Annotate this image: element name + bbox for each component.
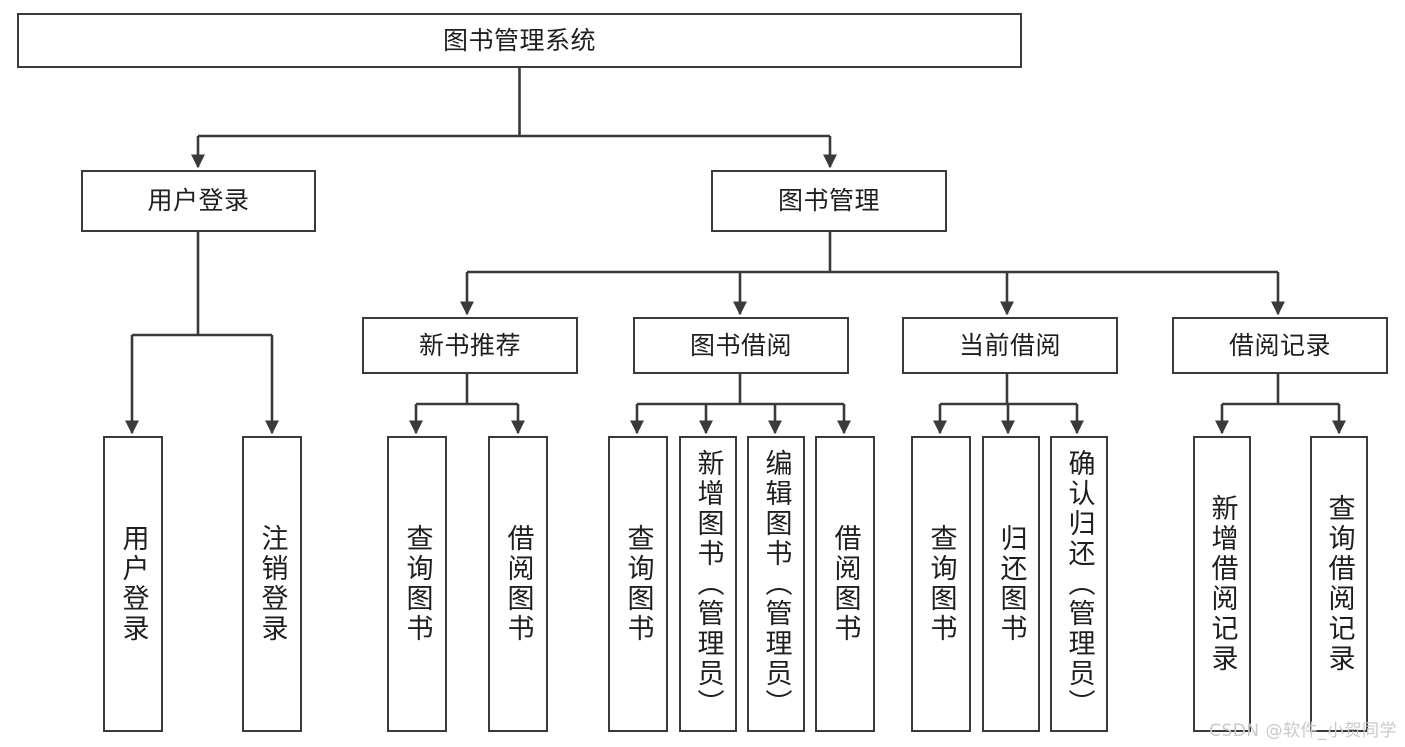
node-leaf-user-login[interactable]: 用户登录 <box>103 436 163 732</box>
node-current-borrow[interactable]: 当前借阅 <box>902 317 1118 374</box>
watermark: CSDN @软件_小贺同学 <box>1209 721 1397 741</box>
node-leaf-user-login-label: 用户登录 <box>117 524 149 644</box>
node-leaf-query-book-2[interactable]: 查询图书 <box>608 436 668 732</box>
node-book-manage[interactable]: 图书管理 <box>711 170 947 232</box>
node-root[interactable]: 图书管理系统 <box>17 13 1022 68</box>
node-leaf-query-record[interactable]: 查询借阅记录 <box>1310 436 1368 732</box>
node-leaf-query-book-1-label: 查询图书 <box>401 524 433 644</box>
node-leaf-borrow-book-2[interactable]: 借阅图书 <box>815 436 875 732</box>
node-leaf-borrow-book-2-label: 借阅图书 <box>829 524 861 644</box>
node-borrow-record-label: 借阅记录 <box>1228 330 1331 360</box>
node-book-borrow[interactable]: 图书借阅 <box>633 317 849 374</box>
node-new-book-recommend-label: 新书推荐 <box>418 330 521 360</box>
node-leaf-return-book-label: 归还图书 <box>995 524 1027 644</box>
node-leaf-return-book[interactable]: 归还图书 <box>982 436 1040 732</box>
node-leaf-user-logout-label: 注销登录 <box>256 524 288 644</box>
node-leaf-query-book-3[interactable]: 查询图书 <box>911 436 971 732</box>
node-leaf-add-book[interactable]: 新增图书（管理员） <box>679 436 737 732</box>
node-borrow-record[interactable]: 借阅记录 <box>1172 317 1388 374</box>
node-leaf-confirm-return-label: 确认归还（管理员） <box>1063 449 1095 719</box>
node-leaf-edit-book[interactable]: 编辑图书（管理员） <box>747 436 805 732</box>
node-user-login-label: 用户登录 <box>147 186 250 216</box>
node-book-manage-label: 图书管理 <box>777 186 880 216</box>
node-leaf-user-logout[interactable]: 注销登录 <box>242 436 302 732</box>
node-leaf-edit-book-label: 编辑图书（管理员） <box>760 449 792 719</box>
node-leaf-borrow-book-1[interactable]: 借阅图书 <box>488 436 548 732</box>
node-leaf-borrow-book-1-label: 借阅图书 <box>502 524 534 644</box>
node-new-book-recommend[interactable]: 新书推荐 <box>362 317 578 374</box>
node-leaf-confirm-return[interactable]: 确认归还（管理员） <box>1050 436 1108 732</box>
node-leaf-query-book-3-label: 查询图书 <box>925 524 957 644</box>
node-leaf-query-book-1[interactable]: 查询图书 <box>387 436 447 732</box>
node-leaf-query-record-label: 查询借阅记录 <box>1323 494 1355 674</box>
node-leaf-add-record[interactable]: 新增借阅记录 <box>1193 436 1251 732</box>
node-leaf-add-record-label: 新增借阅记录 <box>1206 494 1238 674</box>
node-leaf-add-book-label: 新增图书（管理员） <box>692 449 724 719</box>
node-user-login[interactable]: 用户登录 <box>81 170 316 232</box>
node-root-label: 图书管理系统 <box>442 25 596 55</box>
node-book-borrow-label: 图书借阅 <box>689 330 792 360</box>
node-current-borrow-label: 当前借阅 <box>958 330 1061 360</box>
node-leaf-query-book-2-label: 查询图书 <box>622 524 654 644</box>
